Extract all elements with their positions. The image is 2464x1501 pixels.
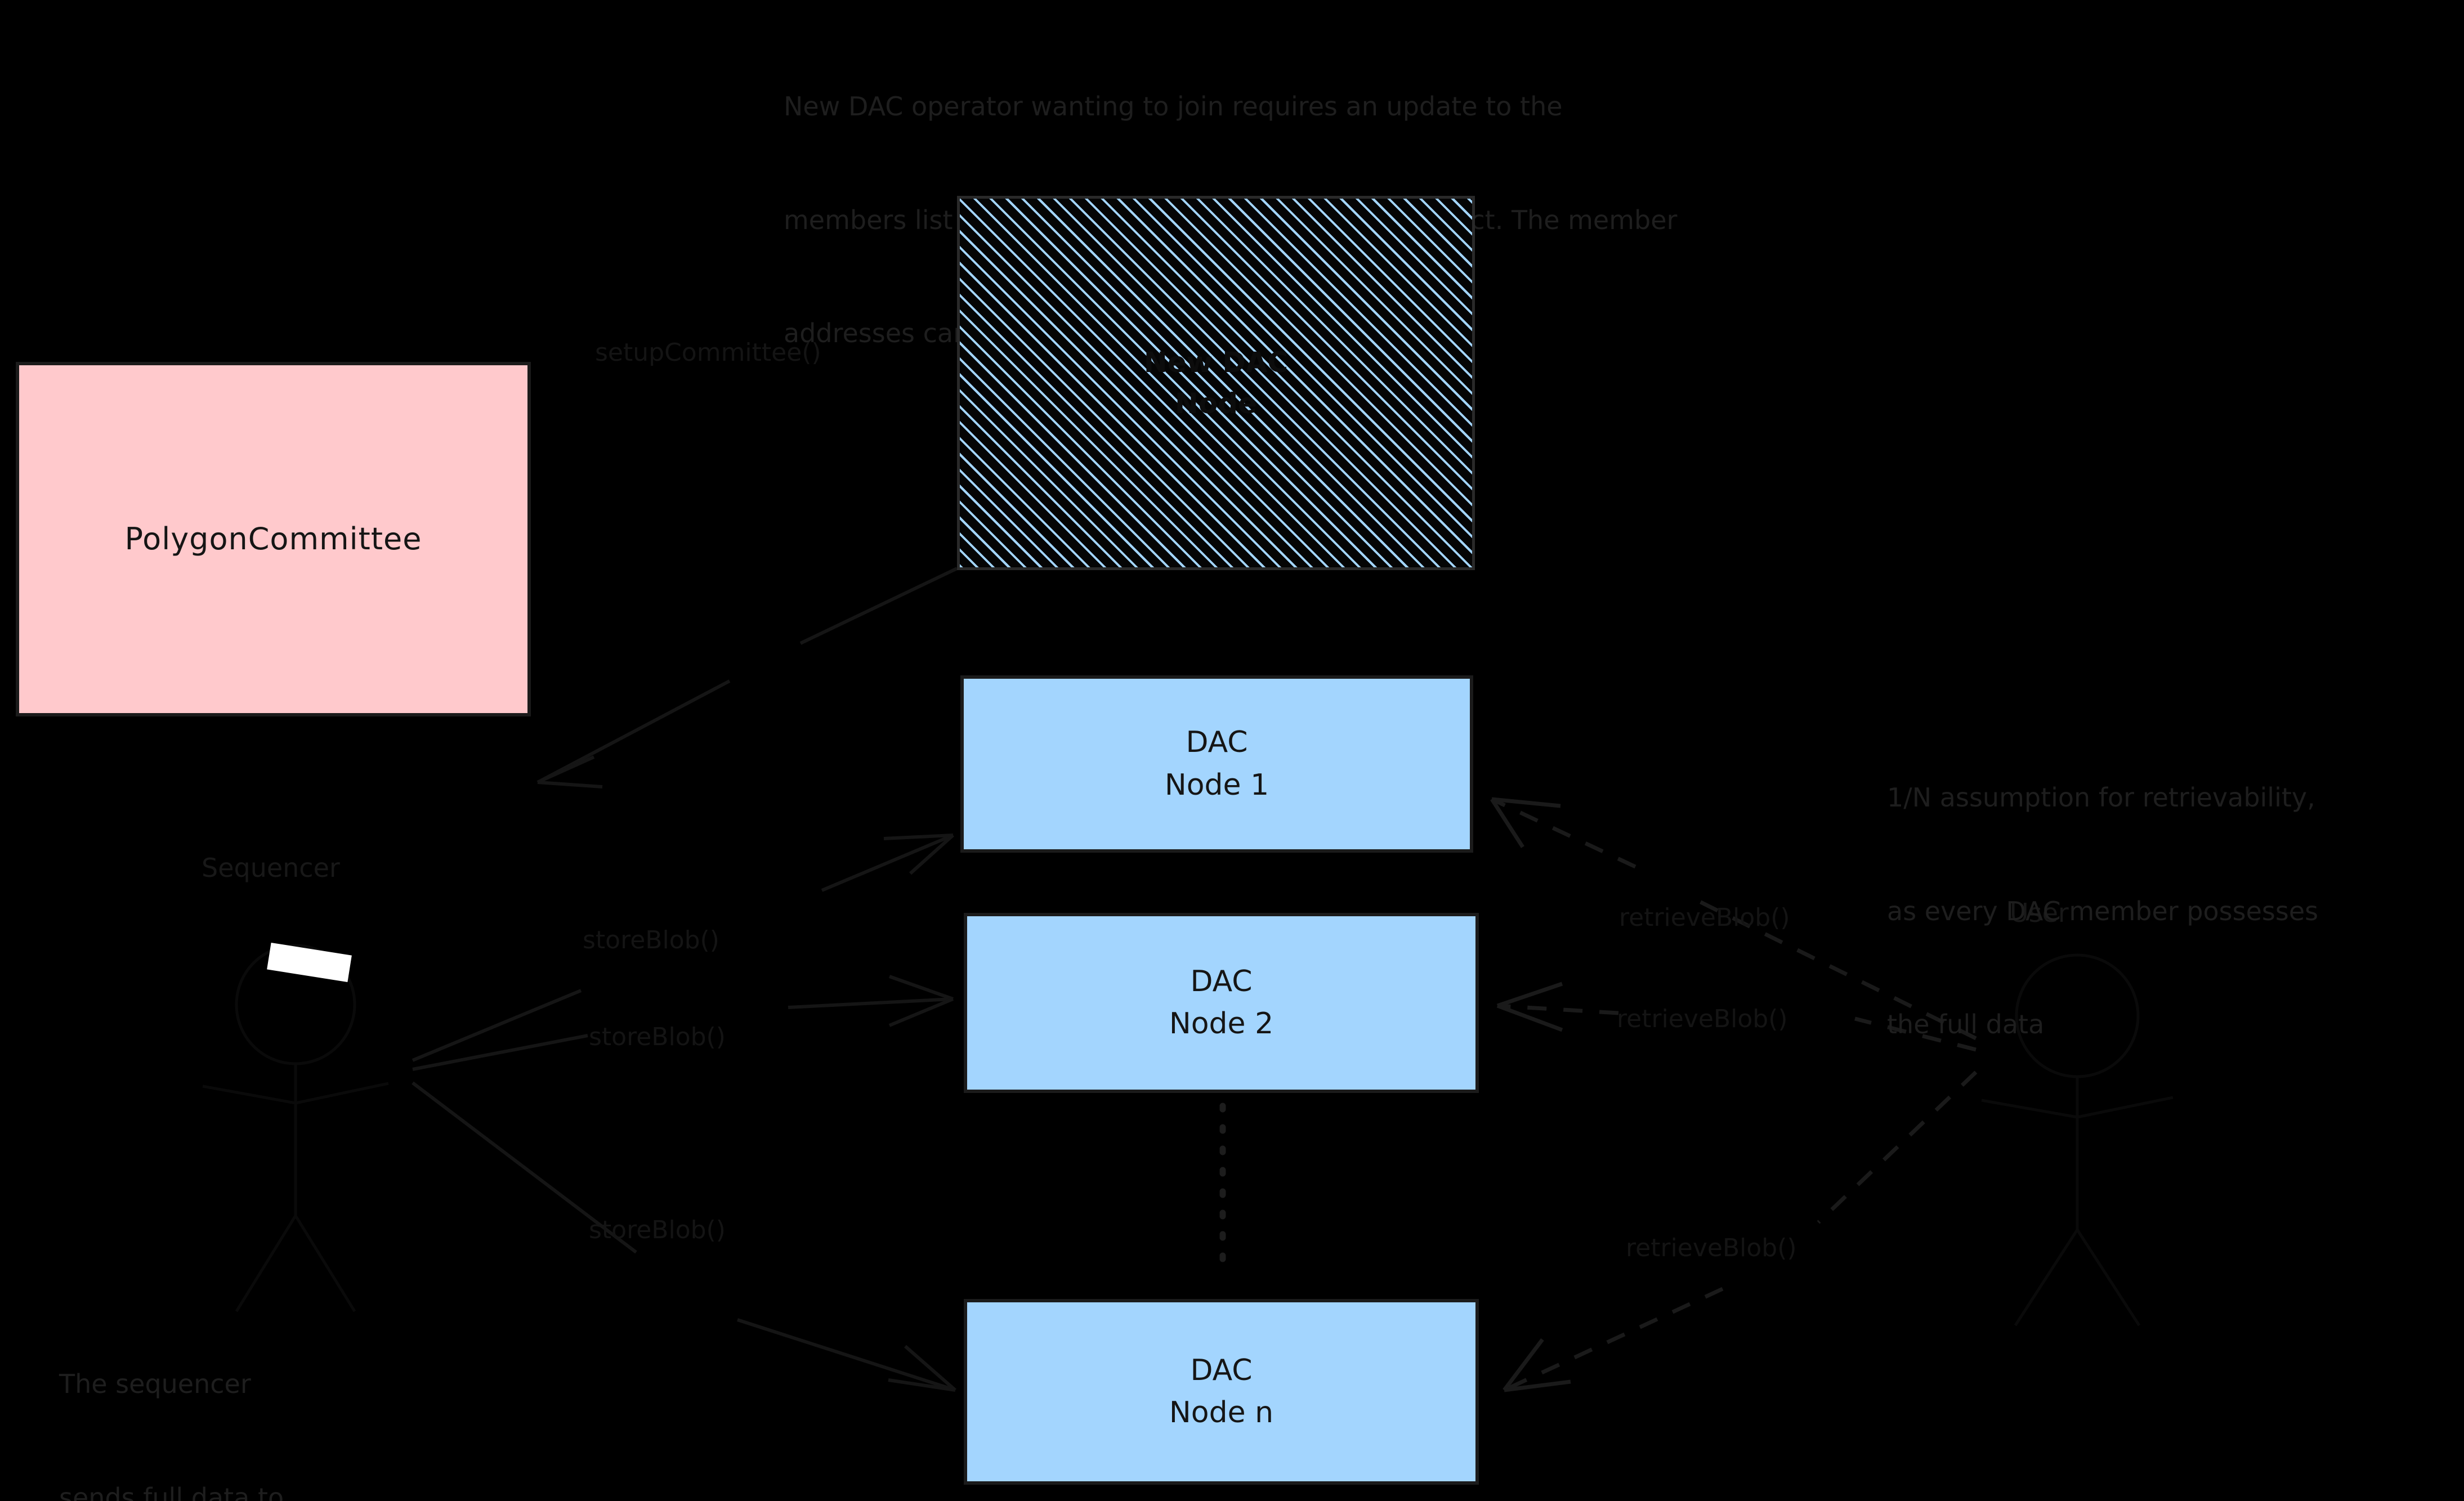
annotation-right-line-2: as every DAC member possesses (1887, 895, 2319, 926)
annotation-right-line-3: the full data (1887, 1009, 2045, 1040)
edge-label-store-blob-2: storeBlob() (589, 1023, 726, 1051)
edge-label-retrieve-blob-2: retrieveBlob() (1617, 1005, 1788, 1033)
edge-store-blob-1 (412, 834, 955, 1062)
node-new-dac-node[interactable]: New DAC Node (957, 196, 1475, 570)
dac-node-1-line-1: DAC (1186, 725, 1248, 760)
edge-label-retrieve-blob-n: retrieveBlob() (1626, 1234, 1797, 1262)
edge-label-store-blob-n: storeBlob() (589, 1216, 726, 1244)
new-dac-node-line-1: New DAC (1143, 346, 1289, 379)
edge-retrieve-blob-2 (1496, 982, 1976, 1052)
dac-node-2-line-1: DAC (1190, 964, 1253, 998)
dac-node-2-line-2: Node 2 (1169, 1007, 1274, 1041)
edge-retrieve-blob-n (1502, 1070, 1978, 1392)
dac-node-n-line-1: DAC (1190, 1353, 1253, 1387)
edge-label-setup-committee: setupCommittee() (595, 338, 821, 367)
dac-node-1-line-2: Node 1 (1164, 768, 1269, 802)
edge-setup-committee (536, 567, 958, 788)
node-dac-node-1[interactable]: DAC Node 1 (960, 675, 1473, 853)
edge-label-retrieve-blob-1: retrieveBlob() (1619, 903, 1790, 932)
node-dac-node-2[interactable]: DAC Node 2 (964, 913, 1479, 1093)
annotation-bottom-left-line-1: The sequencer (59, 1369, 251, 1400)
annotation-bottom-left: The sequencer sends full data to all mem… (59, 1290, 357, 1501)
user-figure (1981, 953, 2174, 1327)
edge-retrieve-blob-1 (1490, 797, 1977, 1041)
edge-store-blob-n (412, 1081, 956, 1392)
new-dac-node-line-2: Node (1175, 387, 1257, 420)
annotation-bottom-left-line-2: sends full data to (59, 1482, 284, 1501)
annotation-right: 1/N assumption for retrievability, as ev… (1887, 704, 2318, 1119)
user-label: User (2010, 898, 2069, 928)
sequencer-figure (202, 944, 389, 1312)
dac-node-n-line-2: Node n (1169, 1396, 1274, 1430)
node-polygon-committee[interactable]: PolygonCommittee (16, 362, 531, 716)
sequencer-label: Sequencer (202, 853, 340, 883)
node-dac-node-n[interactable]: DAC Node n (964, 1299, 1479, 1485)
polygon-committee-label: PolygonCommittee (124, 521, 422, 557)
annotation-top-line-1: New DAC operator wanting to join require… (784, 91, 1563, 122)
annotation-right-line-1: 1/N assumption for retrievability, (1887, 782, 2315, 813)
edge-label-store-blob-1: storeBlob() (583, 926, 719, 955)
edge-store-blob-2 (412, 975, 954, 1071)
